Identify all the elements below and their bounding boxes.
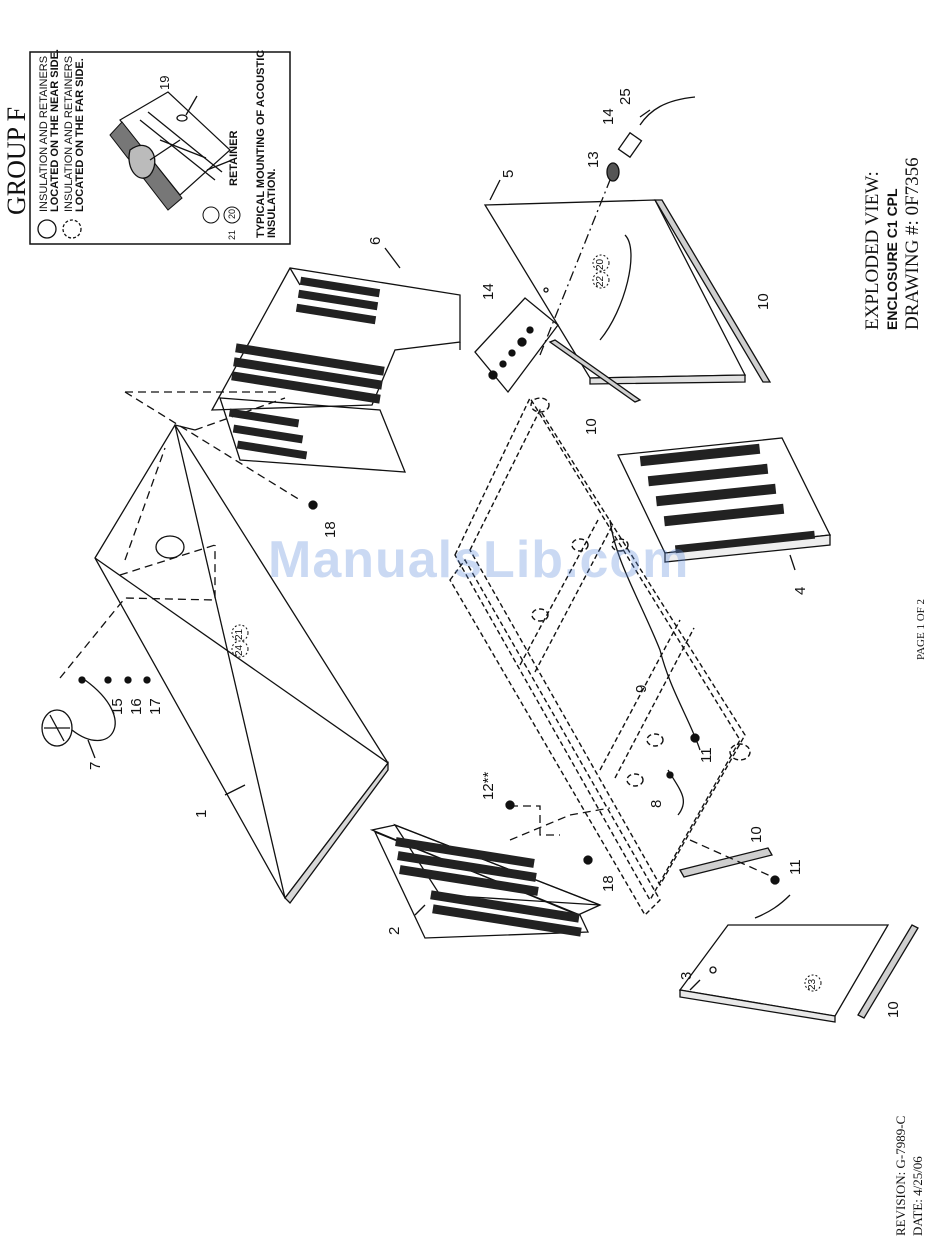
callout-16: 16 xyxy=(128,698,145,715)
legend-retainer-label: RETAINER xyxy=(228,130,240,186)
top-panel xyxy=(94,397,389,904)
sensor-cable-assembly xyxy=(41,676,116,747)
far-side-symbol xyxy=(62,219,82,239)
louvered-panel-6 xyxy=(210,267,461,473)
rail-strips xyxy=(548,199,919,1019)
callout-14-fitting: 14 xyxy=(600,108,617,125)
legend-inset-box xyxy=(29,51,291,245)
callout-2: 2 xyxy=(386,926,403,935)
ref-21: 21 xyxy=(234,628,245,640)
date-label: DATE: 4/25/06 xyxy=(910,1156,925,1236)
callout-5: 5 xyxy=(500,169,517,178)
end-panel-5 xyxy=(483,199,747,385)
leader-dash-1 xyxy=(59,545,216,679)
callout-9: 9 xyxy=(633,684,650,693)
louvers-4 xyxy=(639,443,816,554)
title-exploded-view: EXPLODED VIEW: xyxy=(862,171,883,330)
near-side-symbol xyxy=(37,219,57,239)
fitting-13-14-25 xyxy=(606,96,696,182)
callout-1: 1 xyxy=(193,809,210,818)
end-panel-3 xyxy=(678,924,890,1023)
callout-10-bottom-rail: 10 xyxy=(748,826,765,843)
callout-13: 13 xyxy=(585,151,602,168)
page-label: PAGE 1 OF 2 xyxy=(915,598,927,660)
ref-20: 20 xyxy=(595,258,606,270)
callout-8: 8 xyxy=(648,799,665,808)
callout-3: 3 xyxy=(678,971,695,980)
group-title: GROUP F xyxy=(2,106,31,215)
callout-25: 25 xyxy=(617,88,634,105)
inset-insulation-sketch xyxy=(109,91,233,211)
callout-17: 17 xyxy=(147,698,164,715)
base-frame xyxy=(449,396,751,917)
callout-14-panel: 14 xyxy=(480,283,497,300)
watermark-text: ManualsLib.com xyxy=(268,531,690,589)
legend-retainer-ref-a: 20 xyxy=(227,208,237,219)
legend-inset-part-19: 19 xyxy=(157,75,172,90)
callout-10-mid-rail: 10 xyxy=(583,418,600,435)
ref-23: 23 xyxy=(807,978,818,990)
callout-18-bottom: 18 xyxy=(600,875,617,892)
callout-12: 12** xyxy=(480,771,497,800)
legend-far-side-line2: LOCATED ON THE FAR SIDE. xyxy=(74,58,86,212)
callout-11-frame: 11 xyxy=(698,747,715,763)
harness-9 xyxy=(609,519,701,751)
control-panel-14 xyxy=(474,297,559,394)
legend-near-side-line2: LOCATED ON THE NEAR SIDE. xyxy=(49,49,61,212)
ref-24: 24 xyxy=(234,644,245,656)
callout-15: 15 xyxy=(109,698,126,715)
callout-10-right-rail: 10 xyxy=(755,293,772,310)
ref-22: 22 xyxy=(595,275,606,287)
louvers-6 xyxy=(228,276,385,460)
callout-18-top: 18 xyxy=(322,521,339,538)
revision-label: REVISION: G-7989-C xyxy=(893,1115,908,1236)
title-enclosure: ENCLOSURE C1 CPL xyxy=(884,188,900,330)
legend-caption-line2: INSULATION. xyxy=(266,168,278,238)
louvers-2 xyxy=(395,837,582,937)
title-drawing-number: DRAWING #: 0F7356 xyxy=(902,157,923,330)
callout-6: 6 xyxy=(367,236,384,245)
callout-4: 4 xyxy=(792,586,809,595)
callout-7: 7 xyxy=(87,761,104,770)
callout-10-end-rail: 10 xyxy=(885,1001,902,1018)
legend-retainer-ref-b: 21 xyxy=(227,229,237,240)
callout-11-panel: 11 xyxy=(787,859,804,875)
